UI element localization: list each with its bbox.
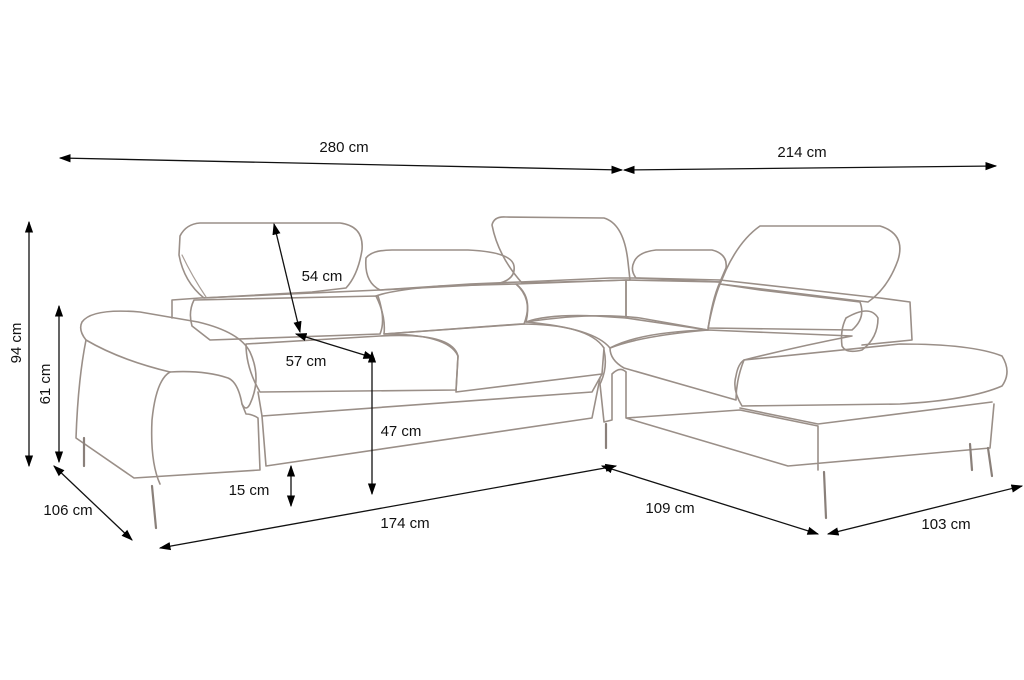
left-headrest [178,222,363,299]
corner-sofa-drawing [75,216,1008,530]
label-corner-depth: 109 cm [645,500,694,517]
label-total-width: 280 cm [319,139,368,156]
label-total-height: 94 cm [8,323,25,364]
back-cushion-2 [375,283,529,335]
leg-4 [822,470,828,520]
dimension-lines [24,154,1024,551]
left-armrest-top [79,310,257,409]
corner-headrest [491,216,631,284]
leg-5 [986,446,994,478]
dim-line-depth [53,465,133,541]
dim-line-chaise-width [622,162,998,174]
seat-cushion-corner [525,314,709,349]
seat-cushion-1 [245,334,459,393]
label-seat-depth: 57 cm [286,353,327,370]
right-armrest-cushion [840,310,879,353]
label-seat-height: 47 cm [381,423,422,440]
seat-base-front-lower [261,377,601,467]
back-cushion-3 [625,279,721,331]
dimension-labels: 280 cm 214 cm 94 cm 61 cm 106 cm 54 cm 5… [8,139,971,533]
back-frame [171,277,913,346]
label-leg-height: 15 cm [229,482,270,499]
back-cushion-1 [189,295,384,341]
dim-line-corner-depth [600,465,820,535]
chaise-cushion [609,329,853,401]
label-armrest-height: 61 cm [37,364,54,405]
dim-line-seat-depth [294,333,376,359]
left-armrest-body [75,339,261,485]
label-depth: 106 cm [43,502,92,519]
label-chaise-depth: 103 cm [921,516,970,533]
dim-line-total-width [58,154,624,174]
seat-cushion-2 [383,323,605,393]
seat-base-front [257,373,603,417]
center-left-headrest [364,249,515,291]
label-headrest-height: 54 cm [302,268,343,285]
leg-6 [968,442,974,472]
chaise-end-cushion [734,343,1008,407]
leg-2 [150,484,158,530]
right-headrest [719,225,901,303]
corner-seam [599,349,627,423]
dim-line-chaise-depth [826,484,1024,536]
label-main-length: 174 cm [380,515,429,532]
chaise-base [625,371,995,471]
dim-line-main-length [158,463,618,551]
dim-line-headrest [272,222,302,334]
back-cushion-4 [707,283,863,331]
center-right-headrest [631,249,728,283]
label-chaise-width: 214 cm [777,144,826,161]
